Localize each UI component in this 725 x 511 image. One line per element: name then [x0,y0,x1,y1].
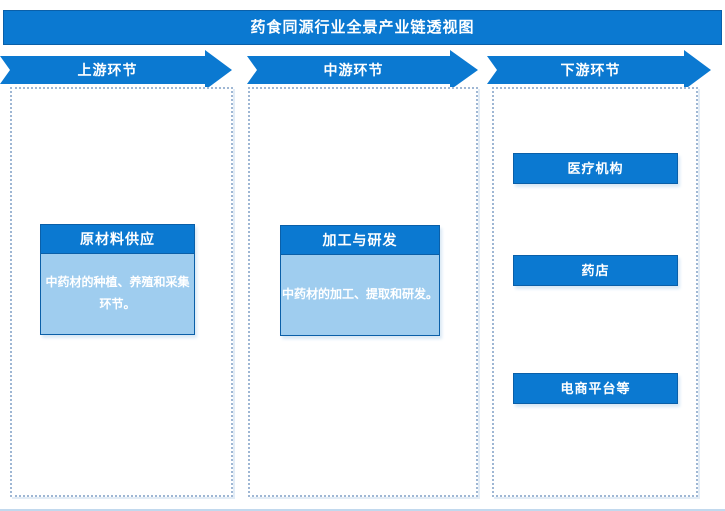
downstream-arrow-shape [487,50,711,90]
downstream-item-ecommerce-platforms: 电商平台等 [513,373,678,404]
downstream-lane [492,87,698,497]
processing-rd-box: 加工与研发 中药材的加工、提取和研发。 [280,225,440,336]
downstream-arrow-label: 下游环节 [560,62,621,78]
downstream-item-pharmacies: 药店 [513,255,678,286]
raw-material-supply-box-title: 原材料供应 [41,225,194,254]
stage-arrows [0,50,711,90]
downstream-item-medical-institutions: 医疗机构 [513,153,678,184]
raw-material-supply-box: 原材料供应 中药材的种植、养殖和采集环节。 [40,224,195,335]
page-title: 药食同源行业全景产业链透视图 [3,10,722,45]
upstream-arrow-label: 上游环节 [77,62,138,78]
raw-material-supply-box-description: 中药材的种植、养殖和采集环节。 [41,254,194,334]
page-bottom-edge [0,509,725,511]
processing-rd-box-description: 中药材的加工、提取和研发。 [281,255,439,335]
midstream-arrow-label: 中游环节 [323,62,384,78]
processing-rd-box-title: 加工与研发 [281,226,439,255]
midstream-arrow-shape [247,50,478,90]
upstream-arrow-shape [0,50,232,90]
